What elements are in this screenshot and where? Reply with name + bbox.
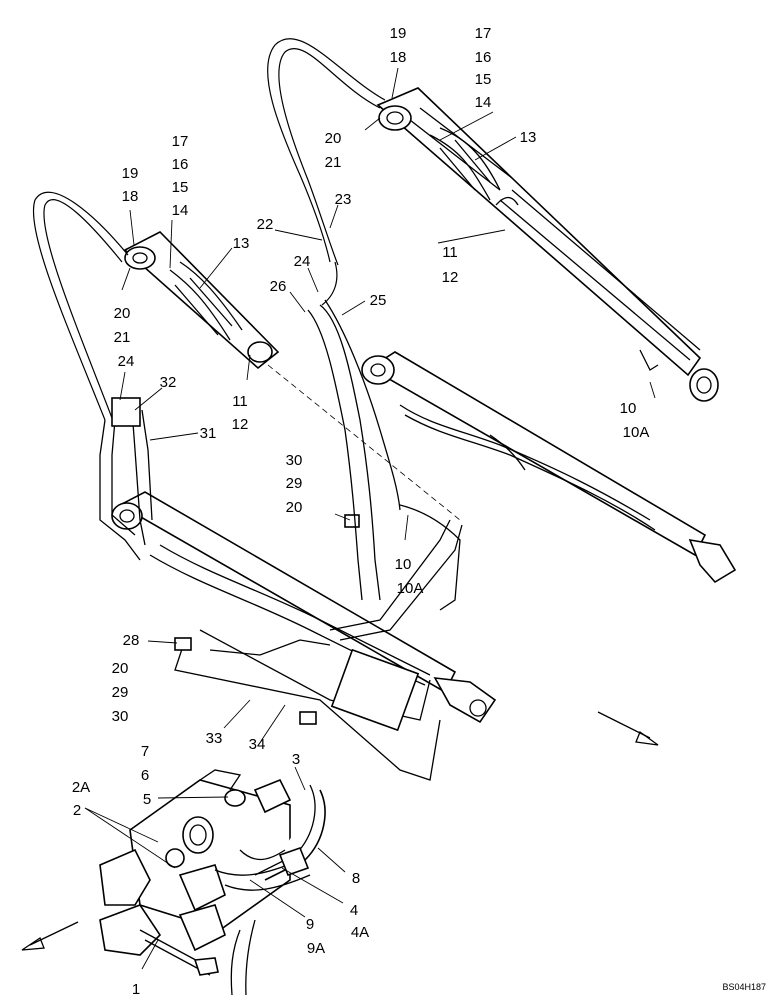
label-1: 1 [132,981,140,998]
valve-body-lower [99,769,326,996]
label-10A: 10A [623,424,650,441]
label-13: 13 [233,235,250,252]
cylinder-front-right [361,351,737,584]
label-24: 24 [118,353,135,370]
label-19: 19 [390,25,407,42]
label-29: 29 [286,475,303,492]
label-19: 19 [122,165,139,182]
label-33: 33 [206,730,223,747]
label-10A: 10A [397,580,424,597]
label-12: 12 [232,416,249,433]
label-18: 18 [122,188,139,205]
label-18: 18 [390,49,407,66]
label-15: 15 [172,179,189,196]
label-30: 30 [112,708,129,725]
hose-loops [32,38,386,421]
label-29: 29 [112,684,129,701]
label-10: 10 [395,556,412,573]
label-13: 13 [520,129,537,146]
leader-lines [84,67,656,970]
label-21: 21 [325,154,342,171]
label-14: 14 [172,202,189,219]
label-22: 22 [257,216,274,233]
direction-arrow-right [597,711,659,746]
label-4A: 4A [351,924,369,941]
label-24: 24 [294,253,311,270]
label-11: 11 [232,393,248,410]
cylinder-rear-upper [376,87,719,402]
label-10: 10 [620,400,637,417]
label-9A: 9A [307,940,325,957]
label-16: 16 [475,49,492,66]
label-34: 34 [249,736,266,753]
part-number-labels: 19 18 17 16 15 14 13 20 21 23 22 11 12 2… [72,25,766,998]
label-8: 8 [352,870,360,887]
label-20: 20 [325,130,342,147]
label-20: 20 [286,499,303,516]
label-17: 17 [172,133,189,150]
cylinder-front-left [111,491,497,724]
label-2: 2 [73,802,81,819]
label-9: 9 [306,916,314,933]
figure-code: BS04H187 [722,982,766,992]
label-15: 15 [475,71,492,88]
label-21: 21 [114,329,131,346]
label-17: 17 [475,25,492,42]
label-20: 20 [114,305,131,322]
label-20: 20 [112,660,129,677]
label-32: 32 [160,374,177,391]
label-16: 16 [172,156,189,173]
label-7: 7 [141,743,149,760]
valve-assembly-center [174,299,463,781]
label-31: 31 [200,425,217,442]
label-3: 3 [292,751,300,768]
label-5: 5 [143,791,151,808]
label-25: 25 [370,292,387,309]
label-12: 12 [442,269,459,286]
label-28: 28 [123,632,140,649]
label-11: 11 [442,244,458,261]
cylinder-rear-lower [123,231,461,521]
left-lines [99,397,153,561]
label-6: 6 [141,767,149,784]
label-14: 14 [475,94,492,111]
label-26: 26 [270,278,287,295]
label-30: 30 [286,452,303,469]
direction-arrow-left [21,921,79,951]
label-2A: 2A [72,779,90,796]
label-23: 23 [335,191,352,208]
label-4: 4 [350,902,358,919]
